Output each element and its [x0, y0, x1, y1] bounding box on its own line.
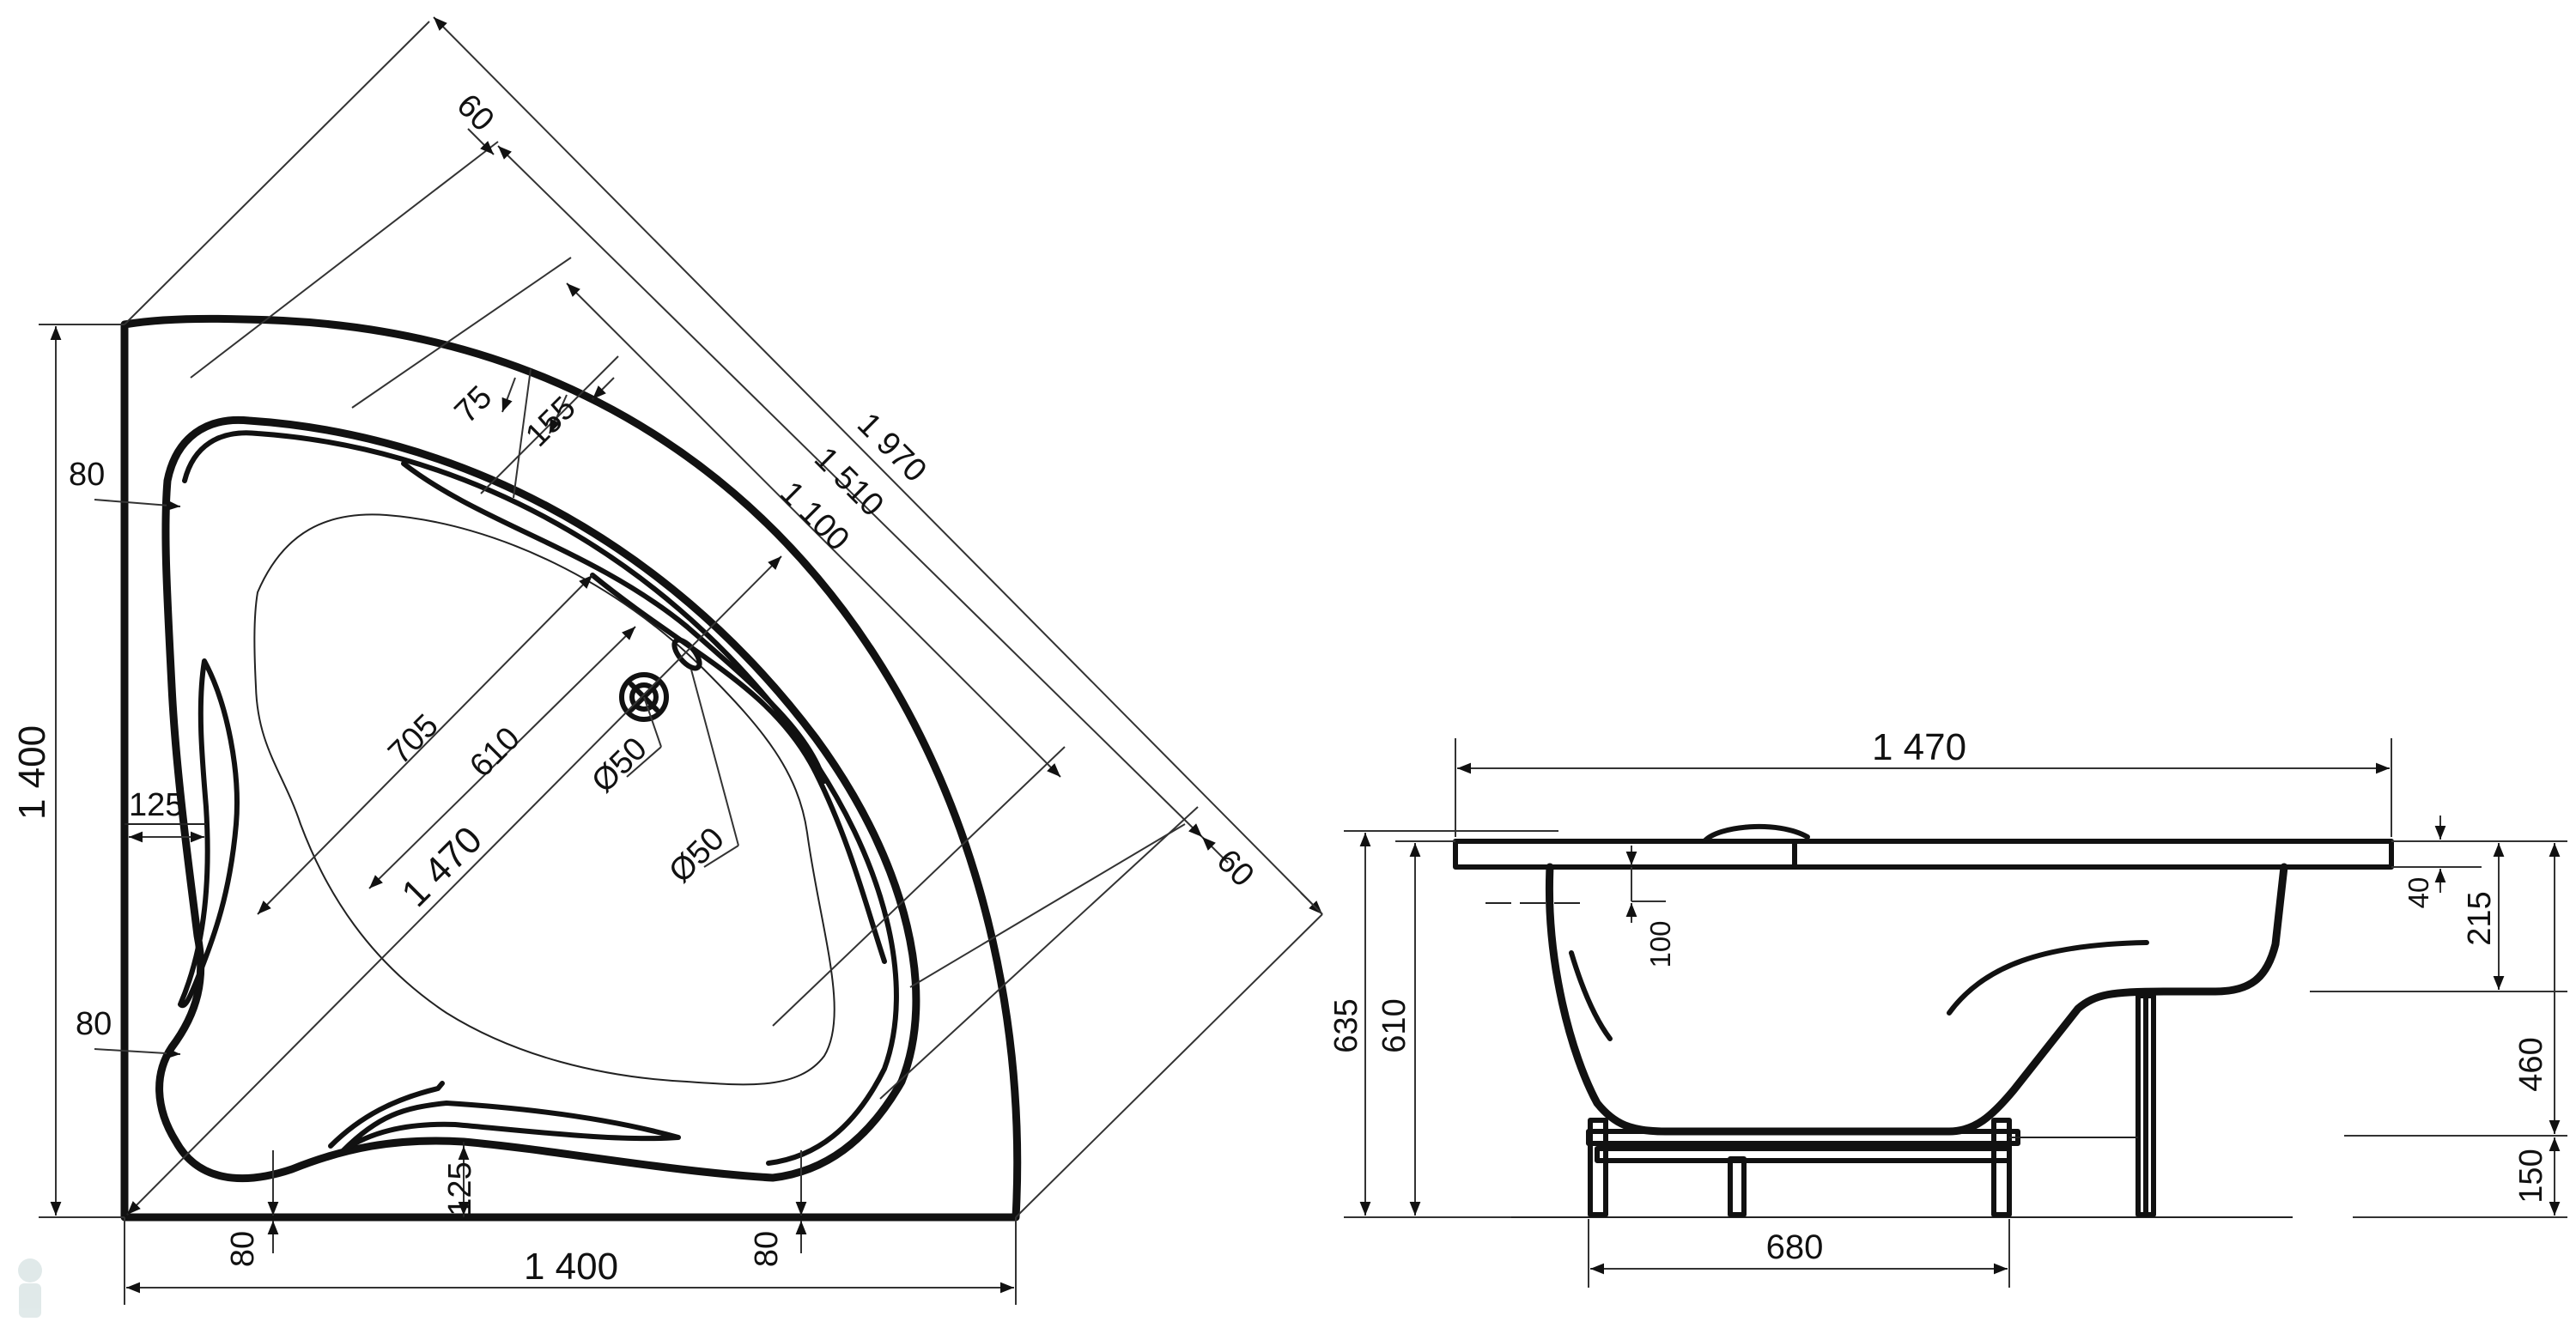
- label-80-side-upper: 80: [69, 457, 105, 493]
- label-frame-680: 680: [1766, 1228, 1824, 1266]
- dim-line-1470-top: [126, 555, 782, 1216]
- label-drain-50-b: Ø50: [662, 821, 731, 889]
- label-seg-215: 215: [2462, 891, 2498, 945]
- frame-leg-2: [1728, 1156, 1747, 1217]
- label-drain-50-a: Ø50: [585, 731, 653, 799]
- rim-slab: [1453, 839, 2394, 870]
- label-610: 610: [463, 720, 527, 785]
- bowl-profile: [1545, 863, 2288, 1136]
- label-rim-40: 40: [2403, 877, 2434, 909]
- frame-leg-3: [1991, 1118, 2012, 1217]
- dim-line-1970: [433, 16, 1323, 915]
- label-75: 75: [448, 379, 500, 431]
- label-60-right: 60: [1210, 843, 1261, 894]
- label-seg-460: 460: [2513, 1037, 2549, 1091]
- headrest-bump: [1702, 823, 1810, 844]
- label-height-610: 610: [1376, 998, 1413, 1052]
- label-60-top: 60: [450, 88, 501, 139]
- frame-bottom-bar: [1595, 1146, 2012, 1163]
- watermark-figure: [18, 1258, 42, 1318]
- top-view: 60 1 970 1 510 1 100 60 75 155 80 125 80…: [11, 16, 1323, 1305]
- label-125-bottom: 125: [442, 1161, 478, 1216]
- bowl-seat-curve: [1947, 940, 2149, 1016]
- label-seg-150: 150: [2513, 1149, 2549, 1203]
- left-seat-shape: [178, 658, 240, 1009]
- label-height-635: 635: [1328, 998, 1364, 1052]
- bottom-headrest: [328, 1081, 445, 1149]
- frame-leg-1: [1588, 1118, 1608, 1217]
- frame-top-bar: [1586, 1129, 2020, 1146]
- label-80-side-lower: 80: [76, 1006, 112, 1042]
- rim-inner-contour: [155, 415, 920, 1182]
- label-155: 155: [519, 390, 583, 454]
- label-height-1400: 1 400: [11, 725, 53, 820]
- dim-line-1100: [566, 282, 1061, 778]
- label-depth-100: 100: [1644, 920, 1676, 967]
- side-view: 1 470 635 610 100 40 215 460 150: [1328, 726, 2567, 1288]
- label-125-side: 125: [129, 787, 183, 823]
- bowl-back-curve: [1569, 950, 1613, 1041]
- label-80-bottom-left: 80: [225, 1231, 261, 1267]
- label-1470-top: 1 470: [393, 818, 490, 915]
- label-length-1470: 1 470: [1872, 726, 1966, 768]
- label-705: 705: [381, 707, 446, 772]
- label-80-bottom-right: 80: [749, 1231, 785, 1267]
- label-width-1400: 1 400: [524, 1246, 618, 1288]
